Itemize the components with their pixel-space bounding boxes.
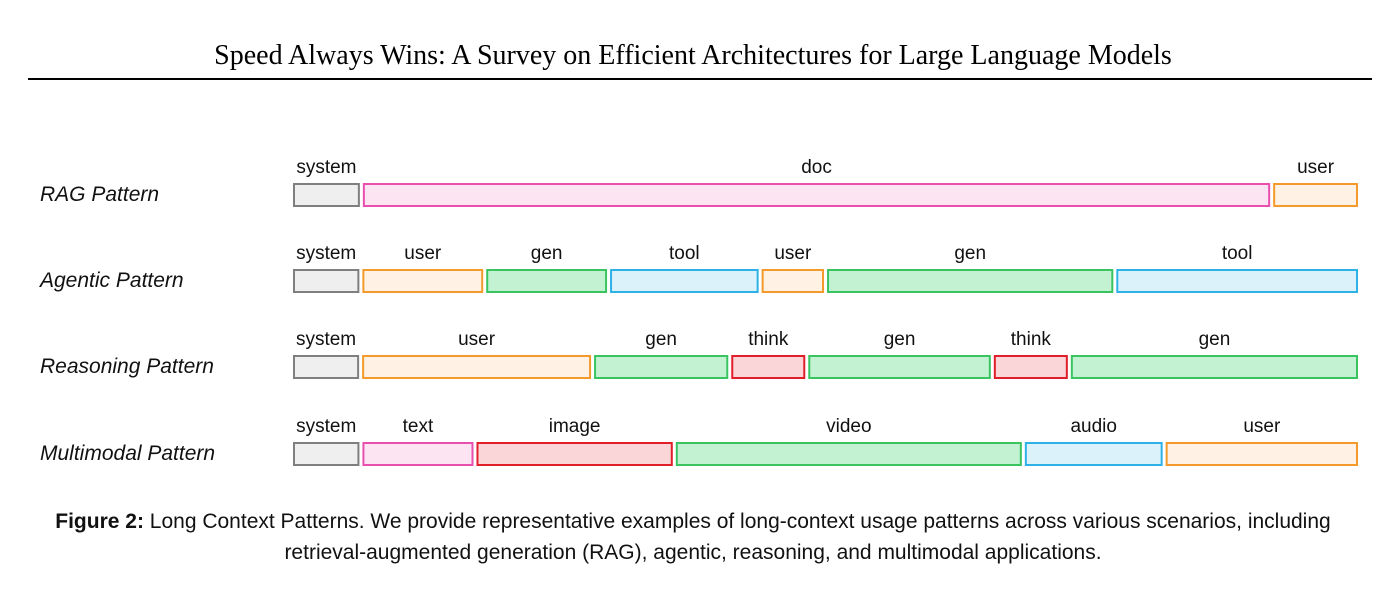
segment-label: doc bbox=[801, 157, 832, 178]
segment-video bbox=[675, 442, 1022, 466]
caption-text: Long Context Patterns. We provide repres… bbox=[143, 510, 1331, 564]
header-rule bbox=[28, 78, 1372, 80]
segment-system bbox=[293, 269, 360, 293]
segment-user bbox=[1273, 183, 1359, 207]
row-label: RAG Pattern bbox=[40, 183, 160, 206]
segment-label: gen bbox=[954, 243, 986, 264]
segment-gen bbox=[827, 269, 1114, 293]
row-label: Reasoning Pattern bbox=[40, 355, 214, 378]
segment-user bbox=[761, 269, 825, 293]
segment-label: gen bbox=[884, 329, 916, 350]
segment-label: image bbox=[549, 416, 601, 437]
segment-text bbox=[362, 442, 474, 466]
segment-label: think bbox=[1011, 329, 1052, 350]
segment-label: think bbox=[748, 329, 789, 350]
segment-label: system bbox=[296, 416, 356, 437]
segment-gen bbox=[594, 355, 729, 379]
segment-system bbox=[293, 442, 360, 466]
segment-label: user bbox=[774, 243, 812, 264]
figure-caption: Figure 2: Long Context Patterns. We prov… bbox=[40, 506, 1346, 568]
segment-user bbox=[1165, 442, 1358, 466]
segment-gen bbox=[1070, 355, 1358, 379]
segment-doc bbox=[362, 183, 1271, 207]
segment-label: user bbox=[1297, 157, 1335, 178]
row-label: Agentic Pattern bbox=[40, 269, 184, 292]
segment-think bbox=[993, 355, 1068, 379]
segment-label: gen bbox=[531, 243, 563, 264]
figure-number: Figure 2: bbox=[55, 510, 144, 533]
segment-label: video bbox=[826, 416, 871, 437]
segment-label: system bbox=[296, 329, 356, 350]
segment-label: text bbox=[403, 416, 434, 437]
segment-tool bbox=[1116, 269, 1359, 293]
segment-gen bbox=[808, 355, 991, 379]
segment-user bbox=[362, 269, 484, 293]
row-label: Multimodal Pattern bbox=[40, 442, 216, 465]
segment-system bbox=[293, 183, 360, 207]
segment-label: user bbox=[458, 329, 496, 350]
segment-think bbox=[731, 355, 806, 379]
segment-label: user bbox=[1243, 416, 1281, 437]
segment-label: tool bbox=[1222, 243, 1253, 264]
segment-label: system bbox=[296, 243, 356, 264]
running-header: Speed Always Wins: A Survey on Efficient… bbox=[214, 40, 1172, 71]
segment-gen bbox=[486, 269, 608, 293]
segment-label: user bbox=[404, 243, 442, 264]
segment-tool bbox=[610, 269, 759, 293]
segment-label: system bbox=[296, 157, 356, 178]
segment-system bbox=[293, 355, 360, 379]
segment-label: gen bbox=[1199, 329, 1231, 350]
segment-label: audio bbox=[1070, 416, 1117, 437]
segment-label: tool bbox=[669, 243, 700, 264]
segment-image bbox=[476, 442, 673, 466]
segment-user bbox=[362, 355, 592, 379]
segment-label: gen bbox=[645, 329, 677, 350]
segment-audio bbox=[1024, 442, 1163, 466]
